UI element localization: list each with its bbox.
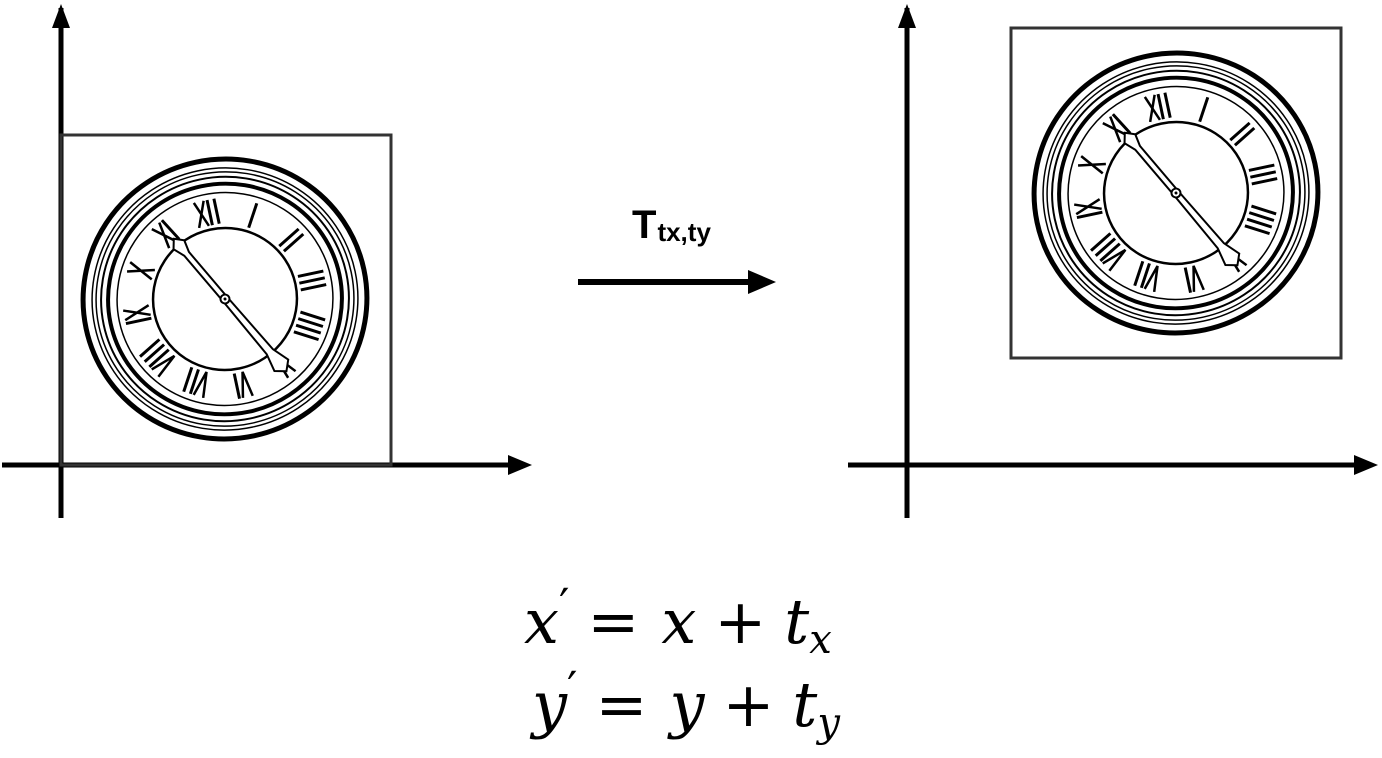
transform-label-subscript: tx,ty — [657, 217, 711, 247]
clock-numeral — [1229, 121, 1256, 147]
clock-face — [1031, 50, 1321, 336]
equation-x-equals: = — [587, 585, 639, 658]
left-coordinate-system — [2, 4, 532, 518]
transform-label: Ttx,ty — [632, 203, 711, 247]
clock-numeral — [122, 304, 152, 326]
clock-numeral — [293, 310, 326, 342]
clock-numeral — [1198, 96, 1210, 123]
clock-numeral — [139, 338, 176, 378]
equation-y-rhs: y — [666, 668, 705, 741]
clock-numeral — [182, 366, 208, 399]
clock-numeral — [126, 261, 155, 281]
clock-numeral — [278, 227, 305, 253]
right-clock-image — [1031, 50, 1321, 336]
clock-numeral — [1143, 92, 1172, 123]
equation-y-lhs: y — [529, 668, 568, 741]
left-image-frame — [59, 133, 393, 467]
clock-numeral — [1133, 260, 1159, 293]
clock-numeral — [247, 202, 259, 229]
clock-numeral — [297, 269, 327, 292]
equation-x-plus: + — [714, 585, 766, 658]
clock-numeral — [192, 198, 221, 229]
right-y-axis-arrowhead — [898, 4, 916, 28]
equation-y-prime: ′ — [567, 661, 577, 715]
equation-x-prime: ′ — [559, 578, 569, 632]
transform-arrowhead — [748, 270, 776, 294]
clock-numeral — [1073, 198, 1103, 220]
equation-x-t: t — [784, 585, 809, 658]
equation-x-rhs: x — [661, 585, 696, 658]
clock-numeral — [1244, 204, 1277, 236]
transform-arrow-group: Ttx,ty — [578, 203, 776, 294]
left-clock-image — [80, 156, 370, 442]
left-y-axis-arrowhead — [52, 4, 70, 28]
right-coordinate-system — [848, 4, 1378, 518]
clock-numeral — [232, 371, 254, 399]
clock-numeral — [1183, 265, 1205, 293]
clock-numeral — [1077, 155, 1106, 175]
clock-numeral — [1248, 163, 1278, 186]
equation-y-t-subscript: y — [815, 700, 841, 746]
equation-y-equals: = — [595, 668, 647, 741]
clock-numeral — [1102, 113, 1132, 143]
equation-x-lhs: x — [524, 585, 559, 658]
equation-y: y′=y+ty — [529, 661, 841, 746]
equation-y-t: t — [792, 668, 817, 741]
right-x-axis-arrowhead — [1354, 455, 1378, 475]
clock-face — [80, 156, 370, 442]
equations: x′=x+tx y′=y+ty — [524, 578, 841, 746]
transform-label-main: T — [632, 203, 656, 247]
right-image-frame — [1009, 26, 1343, 360]
equation-y-plus: + — [722, 668, 774, 741]
clock-numeral — [151, 219, 181, 249]
equation-x: x′=x+tx — [524, 578, 832, 663]
clock-numeral — [1090, 232, 1127, 272]
left-x-axis-arrowhead — [508, 455, 532, 475]
equation-x-t-subscript: x — [809, 617, 832, 663]
